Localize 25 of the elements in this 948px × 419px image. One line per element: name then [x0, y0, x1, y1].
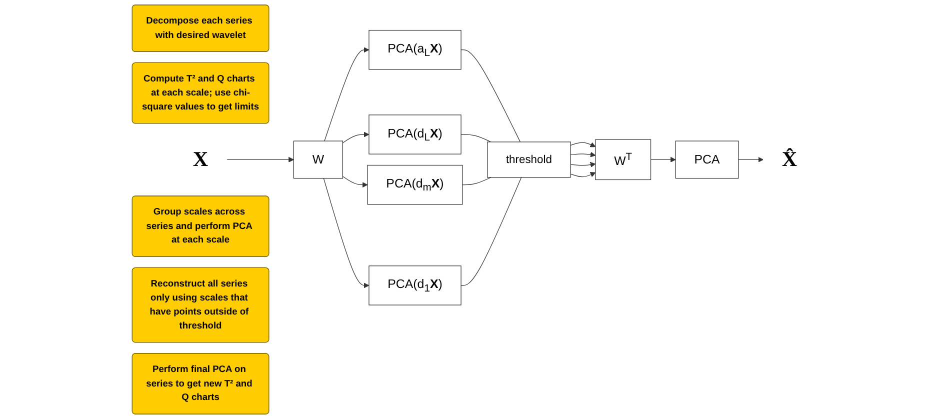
arrow [570, 142, 596, 148]
arrow [570, 152, 596, 158]
arrow [650, 156, 676, 162]
node-box: PCA(d$_{L}$X) [368, 114, 462, 154]
connector [460, 134, 492, 142]
node-box: PCA(a$_{L}$X) [368, 30, 462, 70]
node-text: X [192, 148, 208, 172]
arrow [226, 156, 294, 162]
node-box: PCA(d$_{1}$X) [368, 266, 462, 306]
arrow [342, 132, 370, 144]
arrow [570, 172, 596, 178]
arrow [324, 47, 370, 142]
connector [460, 50, 521, 142]
arrow [342, 176, 368, 188]
node-box: PCA(d$_{m}$X) [367, 164, 463, 205]
arrow [738, 156, 764, 162]
node-box: threshold [487, 142, 571, 178]
node-text: X̂ [782, 148, 798, 172]
node-box: W [293, 140, 343, 179]
node-box: PCA [675, 140, 739, 179]
connector [462, 177, 492, 186]
arrow [323, 178, 370, 288]
arrow [570, 162, 596, 168]
connector [460, 177, 522, 286]
node-box: W$^{T}$ [595, 139, 652, 180]
